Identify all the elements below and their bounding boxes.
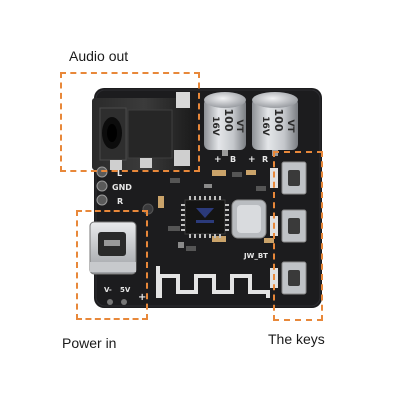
micro-usb-port xyxy=(89,221,137,275)
power-in-label: Power in xyxy=(62,335,117,351)
crystal-oscillator xyxy=(231,199,267,239)
the-keys-label: The keys xyxy=(268,331,325,347)
capacitor-1: 100 16V VT xyxy=(204,92,246,156)
silk-gnd: GND xyxy=(112,183,132,192)
smd-components xyxy=(158,170,274,251)
silk-plus-1: + xyxy=(214,155,222,165)
capacitor-2-value: 100 xyxy=(272,109,285,132)
audio-out-label: Audio out xyxy=(69,48,129,64)
silk-plus-bottom: + xyxy=(138,292,146,303)
power-in-highlight xyxy=(76,210,148,320)
capacitor-2: 100 16V VT xyxy=(252,92,298,156)
capacitor-1-voltage: 16V xyxy=(210,116,220,136)
pcb-antenna xyxy=(158,274,270,298)
capacitor-1-series: VT xyxy=(234,119,244,133)
silk-r: R xyxy=(117,197,123,206)
silk-v-minus: V- xyxy=(104,286,112,294)
silk-r2: R xyxy=(262,155,268,164)
capacitor-2-voltage: 16V xyxy=(260,116,270,136)
silk-l: L xyxy=(117,169,122,178)
keys-highlight xyxy=(273,151,323,321)
capacitor-2-series: VT xyxy=(285,119,295,133)
left-pads xyxy=(96,166,108,206)
audio-jack xyxy=(92,92,196,170)
audio-out-highlight xyxy=(60,72,200,172)
capacitor-1-value: 100 xyxy=(222,109,235,132)
silk-b: B xyxy=(230,155,236,164)
silk-module-label: JW_BT xyxy=(243,252,268,260)
silk-plus-2: + xyxy=(248,155,256,165)
main-chip xyxy=(181,196,229,238)
silk-5v: 5V xyxy=(120,286,131,294)
